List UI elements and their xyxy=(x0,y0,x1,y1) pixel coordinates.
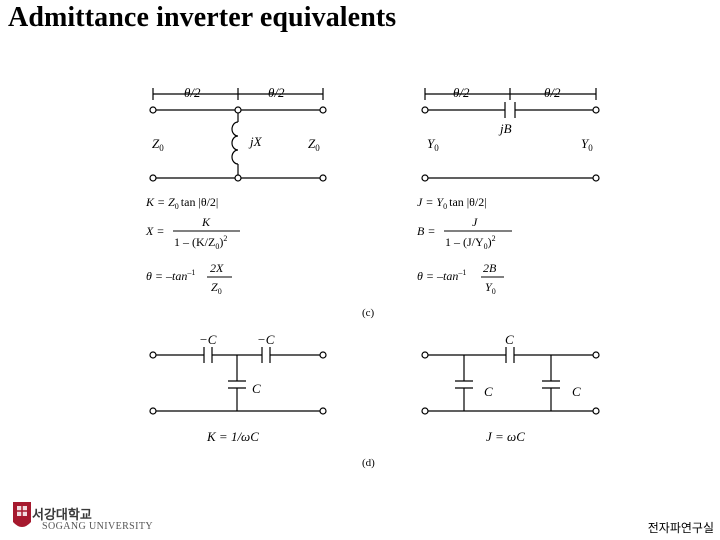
dim-label-c-left-2: θ/2 xyxy=(268,85,285,100)
circuit-c-left xyxy=(149,88,327,182)
jb-element-label: jB xyxy=(498,121,512,136)
neg-c-label-2: −C xyxy=(257,332,275,347)
jx-element-label: jX xyxy=(248,134,263,149)
university-emblem-icon xyxy=(13,502,31,527)
eq-theta-right-numerator: 2B xyxy=(483,261,497,275)
eq-b-denominator: 1 – (J/Y0)2 xyxy=(445,234,496,251)
logo-english-text: SOGANG UNIVERSITY xyxy=(42,521,153,532)
eq-x-denominator: 1 – (K/Z0)2 xyxy=(174,234,227,251)
shunt-c-label-left: C xyxy=(252,381,261,396)
neg-c-label-1: −C xyxy=(199,332,217,347)
dim-label-c-right-1: θ/2 xyxy=(453,85,470,100)
dim-label-c-right-2: θ/2 xyxy=(544,85,561,100)
circuit-c-right xyxy=(421,88,600,182)
y0-left-label: Y0 xyxy=(427,136,439,153)
eq-theta-right-denominator: Y0 xyxy=(485,280,496,296)
formula-j: J = ωC xyxy=(486,429,525,444)
shunt-c-label-right-1: C xyxy=(484,384,493,399)
caption-d: (d) xyxy=(362,457,375,469)
eq-b-numerator: J xyxy=(472,215,478,229)
eq-x-numerator: K xyxy=(201,215,211,229)
university-logo xyxy=(13,502,31,527)
logo-korean-text: 서강대학교 xyxy=(32,508,92,523)
series-c-label-right: C xyxy=(505,332,514,347)
eq-theta-left-numerator: 2X xyxy=(210,261,224,275)
eq-theta-left-denominator: Z0 xyxy=(211,280,222,296)
lab-name: 전자파연구실 xyxy=(647,521,714,535)
eq-b-lhs: B = xyxy=(417,224,435,238)
z0-left-label: Z0 xyxy=(152,136,164,153)
formula-k: K = 1/ωC xyxy=(206,429,259,444)
eq-x-lhs: X = xyxy=(145,224,164,238)
caption-c: (c) xyxy=(362,307,375,319)
shunt-c-label-right-2: C xyxy=(572,384,581,399)
eq-theta-left-lhs: θ = –tan–1 xyxy=(146,268,195,283)
slide-title: Admittance inverter equivalents xyxy=(8,2,397,33)
circuit-d-left xyxy=(149,347,327,415)
y0-right-label: Y0 xyxy=(581,136,593,153)
circuit-d-right xyxy=(421,347,600,415)
dim-label-c-left-1: θ/2 xyxy=(184,85,201,100)
eq-theta-right-lhs: θ = –tan–1 xyxy=(417,268,466,283)
z0-right-label: Z0 xyxy=(308,136,320,153)
